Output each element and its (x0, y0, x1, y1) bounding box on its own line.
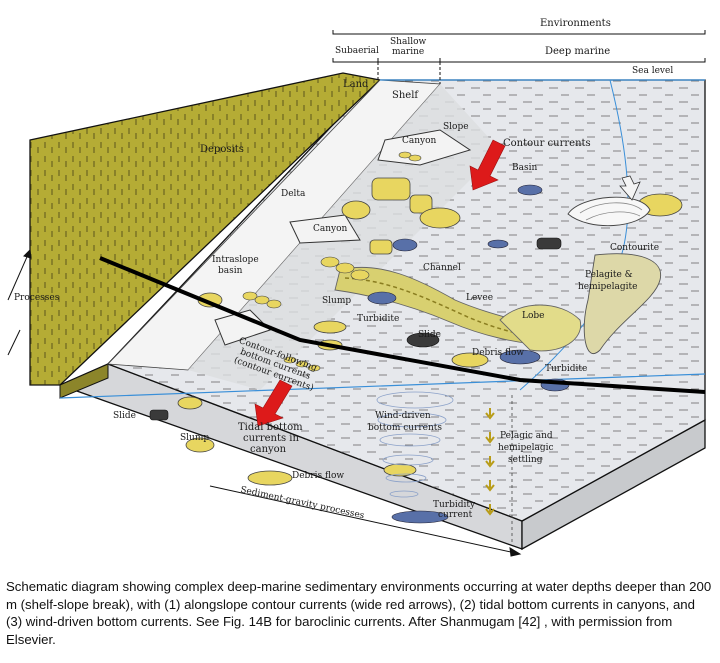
label-shelf: Shelf (392, 90, 419, 101)
label-contour-currents: Contour currents (503, 138, 591, 149)
label-tidal-2: currents in (243, 433, 299, 444)
pelagite-area (583, 253, 662, 354)
label-tidal-3: canyon (250, 444, 287, 455)
label-processes: Processes (14, 293, 60, 303)
label-canyon-top: Canyon (402, 136, 437, 146)
label-wind-driven-2: bottom currents (368, 423, 442, 433)
label-slide-mid: Slide (418, 330, 441, 340)
label-pelagic-1: Pelagic and (500, 431, 553, 441)
label-wind-driven-1: Wind-driven (375, 411, 431, 421)
dark-blobs (149, 237, 562, 421)
pelagic-settling-arrows (485, 408, 495, 516)
label-shallow-1: Shallow (390, 37, 427, 47)
label-debris-flow-mid: Debris flow (472, 348, 524, 358)
label-slump-low: Slump (180, 433, 209, 443)
label-slump-mid: Slump (322, 296, 351, 306)
label-levee: Levee (466, 293, 493, 303)
label-pelagic-3: settling (508, 455, 543, 465)
label-intraslope-1: Intraslope (212, 255, 259, 265)
label-land: Land (343, 79, 369, 90)
label-shallow-2: marine (392, 47, 424, 57)
label-lobe: Lobe (522, 311, 544, 321)
shelf-edge-line (99, 256, 706, 394)
label-slide-left: Slide (113, 411, 136, 421)
label-debris-flow-low: Debris flow (292, 471, 344, 481)
label-subaerial: Subaerial (335, 46, 379, 56)
label-canyon-mid: Canyon (313, 224, 348, 234)
environment-brackets (332, 30, 706, 84)
label-channel: Channel (423, 263, 461, 273)
red-arrow-icon (469, 139, 506, 191)
red-arrow-icon (254, 379, 293, 427)
label-pelagic-2: hemipelagic (498, 443, 554, 453)
label-environments: Environments (540, 18, 611, 29)
label-contourite: Contourite (610, 243, 659, 253)
label-delta: Delta (281, 189, 306, 199)
label-turbidity-2: current (438, 510, 473, 520)
land-strip (29, 72, 382, 399)
lobe (499, 304, 582, 352)
block-diagram: Environments Subaerial Shallow marine De… (7, 18, 706, 557)
label-sea-level: Sea level (632, 66, 673, 76)
label-basin: Basin (512, 163, 537, 173)
white-arrow-icon (619, 175, 641, 201)
label-pelagite-2: hemipelagite (578, 282, 637, 292)
label-turbidity-1: Turbidity (433, 500, 476, 510)
label-intraslope-2: basin (218, 266, 243, 276)
channel-axis (344, 277, 549, 339)
slump-chains (242, 151, 422, 372)
label-tidal-1: Tidal bottom (238, 422, 303, 433)
label-deep-marine: Deep marine (545, 46, 610, 57)
label-sediment-gravity: Sediment-gravity processes (239, 485, 365, 521)
label-pelagite-1: Pelagite & (585, 270, 633, 280)
figure-caption: Schematic diagram showing complex deep-m… (6, 579, 712, 647)
label-turbidite-right: Turbidite (545, 364, 587, 374)
wind-driven-vortex (376, 391, 454, 498)
processes-axis-arrows (7, 248, 32, 356)
label-turbidite-mid: Turbidite (357, 314, 399, 324)
label-deposits: Deposits (200, 144, 244, 155)
sediment-gravity-arrow (209, 485, 522, 557)
label-slope: Slope (443, 122, 469, 132)
